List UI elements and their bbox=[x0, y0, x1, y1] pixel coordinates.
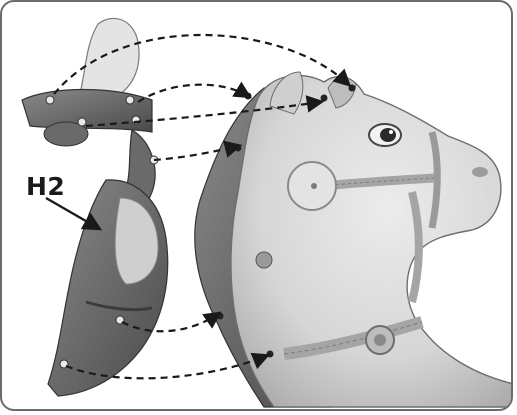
horse-pupil bbox=[380, 128, 396, 142]
horse-eye-glint bbox=[389, 130, 393, 134]
screw-boss bbox=[78, 118, 86, 126]
horse-head-assembly bbox=[195, 72, 513, 407]
screw-hole bbox=[235, 145, 242, 152]
part-label-h2: H2 bbox=[26, 172, 65, 201]
horse-nostril bbox=[472, 167, 488, 177]
screw-hole bbox=[267, 351, 274, 358]
side-hole bbox=[256, 252, 272, 268]
arrow-top-short bbox=[138, 85, 248, 102]
horse-ear bbox=[270, 72, 303, 114]
assembly-illustration bbox=[2, 2, 513, 411]
screw-boss bbox=[126, 96, 134, 104]
shell-top-tab bbox=[80, 18, 139, 94]
screw-hole bbox=[321, 95, 328, 102]
screw-hole bbox=[349, 85, 356, 92]
shell-part-h2 bbox=[22, 18, 168, 396]
horse-head-body bbox=[231, 75, 513, 407]
screw-boss bbox=[46, 96, 54, 104]
